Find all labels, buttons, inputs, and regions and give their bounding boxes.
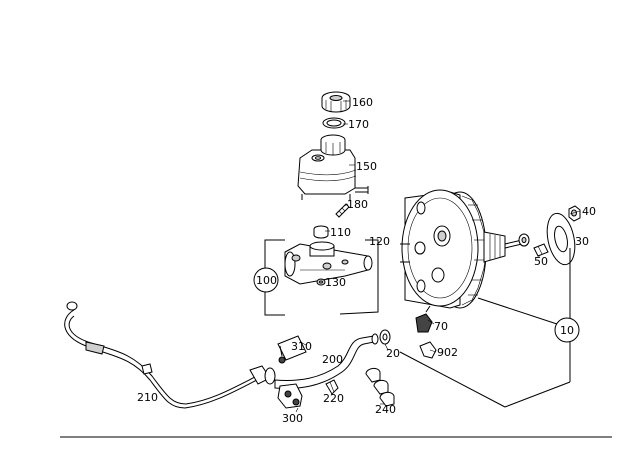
clip-220	[325, 379, 339, 395]
vacuum-hose-200	[274, 333, 379, 389]
connector-902	[419, 341, 437, 359]
label-20: 20	[386, 347, 400, 360]
label-310: 310	[291, 340, 312, 353]
label-170: 170	[348, 118, 369, 131]
callout-100	[253, 267, 279, 293]
master-cylinder-120	[284, 241, 373, 285]
label-50: 50	[534, 255, 548, 268]
label-130: 130	[325, 276, 346, 289]
seal-110	[313, 225, 329, 239]
gasket-30	[546, 212, 576, 266]
seal-170	[322, 117, 346, 129]
clips-240	[365, 367, 395, 407]
label-70: 70	[434, 320, 448, 333]
label-40: 40	[582, 205, 596, 218]
label-902: 902	[437, 346, 458, 359]
seal-20	[379, 329, 391, 345]
bolt-50	[533, 243, 549, 257]
label-120: 120	[369, 235, 390, 248]
brake-booster-10	[400, 189, 530, 309]
seal-130	[316, 278, 326, 286]
label-300: 300	[282, 412, 303, 425]
label-220: 220	[323, 392, 344, 405]
label-10: 10	[560, 324, 574, 337]
bracket-310	[277, 335, 307, 364]
sensor-70	[415, 305, 433, 333]
vacuum-line-210	[64, 301, 276, 409]
label-240: 240	[375, 403, 396, 416]
callout-10-bracket	[399, 248, 580, 408]
label-100: 100	[256, 274, 277, 287]
pin-180	[335, 203, 350, 218]
label-210: 210	[137, 391, 158, 404]
label-180: 180	[347, 198, 368, 211]
brake-fluid-reservoir-150	[297, 134, 369, 200]
label-110: 110	[330, 226, 351, 239]
label-150: 150	[356, 160, 377, 173]
nut-40	[568, 205, 581, 222]
holder-300	[277, 383, 303, 409]
label-30: 30	[575, 235, 589, 248]
label-160: 160	[352, 96, 373, 109]
leader-lines	[295, 100, 581, 413]
reservoir-cap-160	[321, 91, 351, 113]
label-200: 200	[322, 353, 343, 366]
